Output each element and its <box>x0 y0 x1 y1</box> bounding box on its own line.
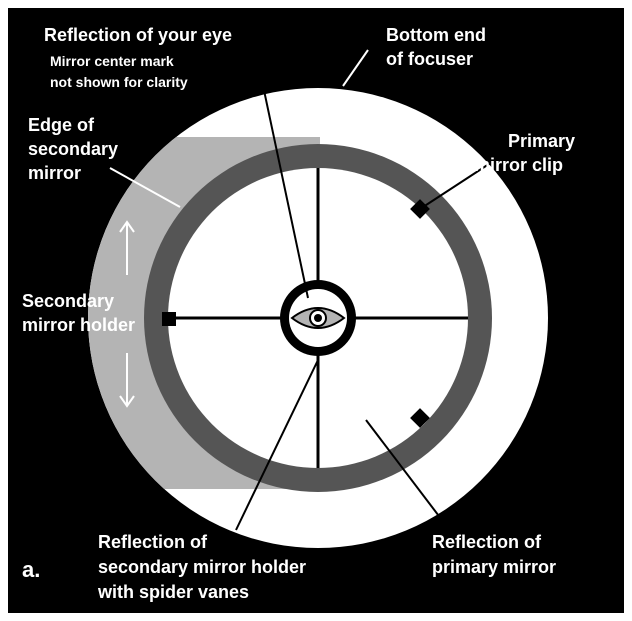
leader-eye <box>257 61 309 299</box>
label-secondary-vanes-1: Reflection of <box>98 532 208 552</box>
label-edge-secondary-3: mirror <box>28 163 81 183</box>
label-focuser-1: Bottom end <box>386 25 486 45</box>
label-primary-clip-2: mirror clip <box>474 155 563 175</box>
label-reflection-eye: Reflection of your eye <box>44 25 232 45</box>
label-primary-reflection-2: primary mirror <box>432 557 556 577</box>
secondary-arrow-up-icon <box>119 220 135 275</box>
label-edge-secondary-1: Edge of <box>28 115 95 135</box>
label-center-mark-note-2: not shown for clarity <box>50 74 188 90</box>
leader-spider-vanes <box>235 359 319 531</box>
label-secondary-vanes-2: secondary mirror holder <box>98 557 306 577</box>
label-secondary-holder-2: mirror holder <box>22 315 135 335</box>
leader-primary-clip <box>419 161 493 210</box>
secondary-arrow-down-icon <box>119 353 135 408</box>
label-secondary-vanes-3: with spider vanes <box>97 582 249 602</box>
label-edge-secondary-2: secondary <box>28 139 118 159</box>
leader-primary-reflection <box>365 419 449 529</box>
primary-mirror-clip-bottom <box>410 408 430 428</box>
label-focuser-2: of focuser <box>386 49 473 69</box>
label-secondary-holder-1: Secondary <box>22 291 114 311</box>
leader-focuser <box>342 49 369 87</box>
label-center-mark-note-1: Mirror center mark <box>50 53 174 69</box>
leader-secondary-edge <box>109 167 181 208</box>
figure-label: a. <box>22 557 40 582</box>
label-primary-clip-1: Primary <box>508 131 575 151</box>
eye-pupil <box>314 314 322 322</box>
label-primary-reflection-1: Reflection of <box>432 532 542 552</box>
primary-mirror-clip-left <box>162 312 176 326</box>
